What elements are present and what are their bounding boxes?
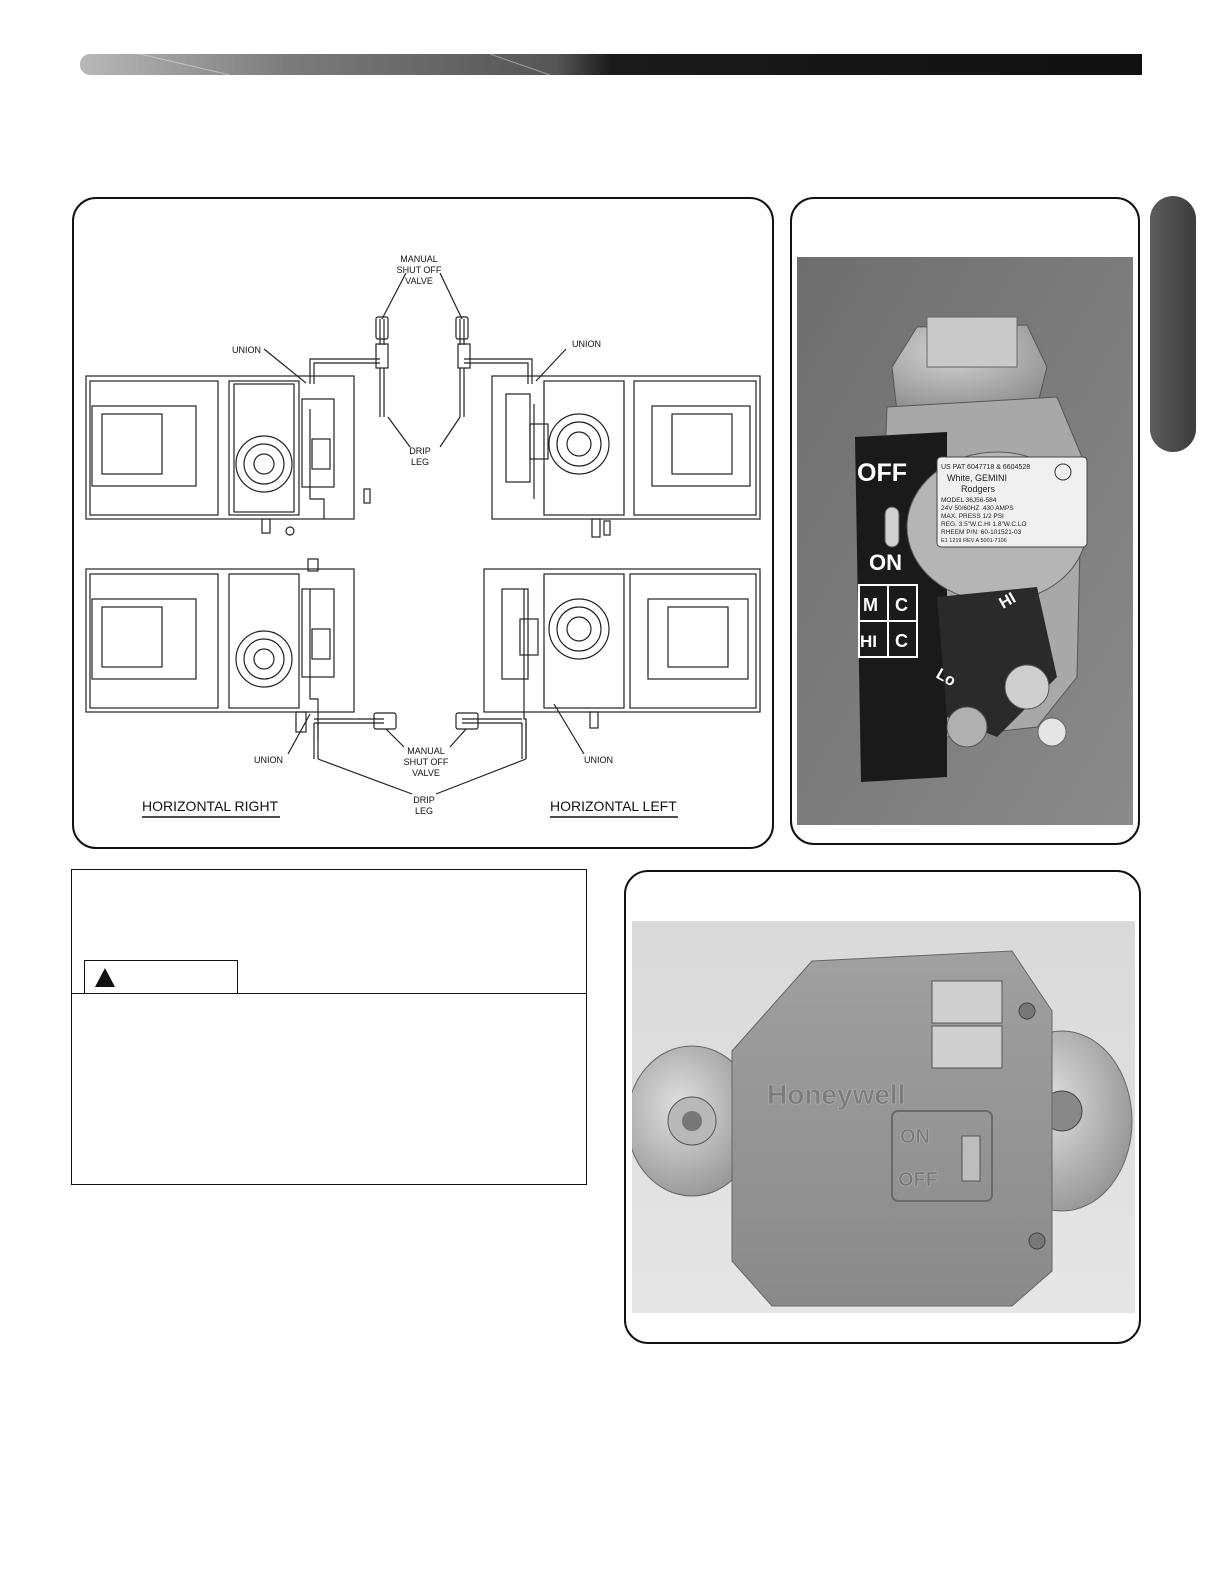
nameplate-line-5: 24V 50/60HZ .430 AMPS — [941, 505, 1014, 512]
union-label-top-left: UNION — [232, 345, 261, 355]
nameplate-line-1: US PAT 6047718 & 6604528 — [941, 464, 1030, 471]
furnace-top-left — [85, 375, 371, 536]
hi-label: HI — [997, 590, 1019, 613]
honeywell-brand-label: Honeywell — [767, 1079, 905, 1110]
honeywell-gas-valve-photo: Honeywell ON OFF — [632, 921, 1135, 1313]
warning-header — [84, 960, 238, 994]
drip-leg-label-top-line2: LEG — [411, 457, 429, 467]
warning-triangle-icon — [95, 968, 115, 987]
heading-horizontal-left: HORIZONTAL LEFT — [550, 798, 677, 814]
honeywell-switch-off-label: OFF — [898, 1169, 938, 1191]
gas-piping-diagram: MANUAL SHUT OFF VALVE UNION UNION DRIP L… — [85, 254, 761, 818]
warning-divider — [72, 993, 586, 994]
mode-label-c-1: C — [895, 595, 908, 615]
manual-valve-label-top-line2: SHUT OFF — [397, 265, 442, 275]
furnace-bottom-right — [483, 568, 761, 759]
nameplate-line-8: RHEEM P/N: 60-101521-03 — [941, 529, 1022, 536]
side-section-tab[interactable] — [1150, 196, 1196, 452]
heading-horizontal-right: HORIZONTAL RIGHT — [142, 798, 279, 814]
manual-valve-label-bottom-line1: MANUAL — [407, 746, 445, 756]
union-label-bottom-left: UNION — [254, 755, 283, 765]
white-rodgers-gas-valve-photo: OFF ON C M C HI HI Lo US PAT 6047718 & 6… — [797, 257, 1133, 825]
drip-leg-label-bottom-line1: DRIP — [413, 795, 435, 805]
furnace-bottom-left — [85, 558, 355, 739]
nameplate-line-7: REG. 3.5"W.C.HI 1.8"W.C.LO — [941, 521, 1027, 528]
mode-selector-grid: C M C HI — [858, 584, 918, 658]
manual-valve-label-bottom-line2: SHUT OFF — [404, 757, 449, 767]
valve-nameplate: US PAT 6047718 & 6604528 White, GEMINI R… — [941, 464, 1030, 544]
union-label-top-right: UNION — [572, 339, 601, 349]
manual-valve-label-top-line1: MANUAL — [400, 254, 438, 264]
gas-piping-diagram-panel: MANUAL SHUT OFF VALVE UNION UNION DRIP L… — [72, 197, 774, 849]
mode-label-m: M — [863, 595, 878, 615]
mode-label-hi: HI — [860, 632, 877, 651]
nameplate-line-2: White, GEMINI — [947, 473, 1007, 483]
warning-box — [71, 869, 587, 1185]
manual-valve-label-bottom-line3: VALVE — [412, 768, 440, 778]
honeywell-switch-on-label: ON — [900, 1126, 930, 1148]
drip-leg-label-bottom-line2: LEG — [415, 806, 433, 816]
furnace-top-right — [491, 375, 761, 538]
manual-valve-label-top-line3: VALVE — [405, 276, 433, 286]
nameplate-line-6: MAX. PRESS 1/2 PSI — [941, 513, 1004, 520]
nameplate-line-9: E1 1219 REV A 5001-7106 — [941, 538, 1007, 544]
mode-label-c-2: C — [895, 631, 908, 651]
nameplate-line-3: Rodgers — [961, 484, 996, 494]
gas-valve-photo-panel-1: OFF ON C M C HI HI Lo US PAT 6047718 & 6… — [790, 197, 1140, 845]
union-label-bottom-right: UNION — [584, 755, 613, 765]
nameplate-line-4: MODEL 36J56-584 — [941, 497, 997, 504]
drip-leg-label-top-line1: DRIP — [409, 446, 431, 456]
header-bar — [80, 54, 1142, 75]
gas-valve-photo-panel-2: Honeywell ON OFF — [624, 870, 1141, 1344]
switch-on-label: ON — [869, 550, 902, 575]
switch-off-label: OFF — [857, 459, 907, 487]
